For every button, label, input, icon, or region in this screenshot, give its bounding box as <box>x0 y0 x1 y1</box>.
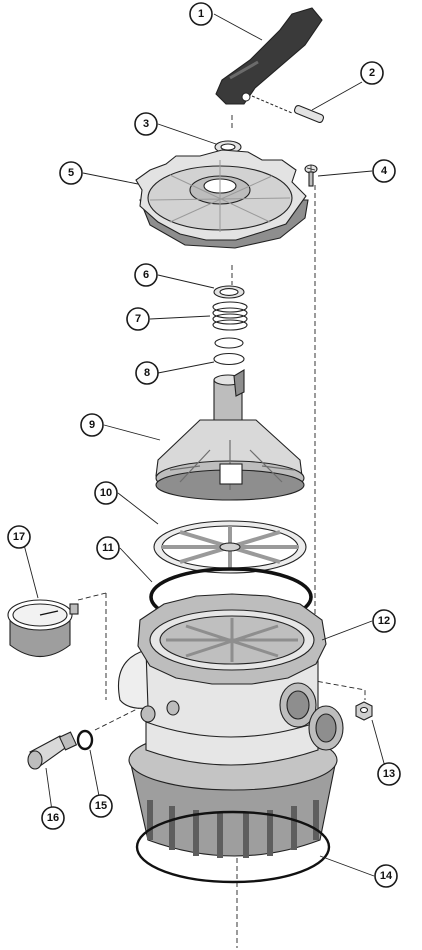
pressure-gauge-icon <box>7 599 79 657</box>
o-ring-icon <box>135 810 331 884</box>
assembly-guide-lines <box>77 115 366 948</box>
callout-1: 1 <box>189 2 213 26</box>
callout-16: 16 <box>41 806 65 830</box>
svg-text:17: 17 <box>13 531 25 543</box>
valve-handle-icon <box>215 7 323 105</box>
nut-icon <box>355 701 373 721</box>
svg-text:8: 8 <box>144 367 150 379</box>
valve-cover-icon <box>135 149 309 249</box>
callout-10: 10 <box>94 481 118 505</box>
callout-9: 9 <box>80 413 104 437</box>
callout-3: 3 <box>134 112 158 136</box>
callout-8: 8 <box>135 361 159 385</box>
callout-7: 7 <box>126 307 150 331</box>
callout-13: 13 <box>377 762 401 786</box>
o-ring-icon <box>76 729 94 751</box>
svg-text:4: 4 <box>381 165 388 177</box>
svg-text:11: 11 <box>102 542 114 554</box>
callout-14: 14 <box>374 864 398 888</box>
callout-5: 5 <box>59 161 83 185</box>
svg-text:10: 10 <box>100 487 112 499</box>
svg-text:1: 1 <box>198 8 204 20</box>
callout-12: 12 <box>372 609 396 633</box>
gasket-icon <box>153 520 307 574</box>
svg-text:14: 14 <box>380 870 393 882</box>
callout-4: 4 <box>372 159 396 183</box>
o-ring-icon <box>213 337 245 366</box>
rotor-icon <box>155 369 305 501</box>
spring-icon <box>212 301 248 331</box>
svg-text:15: 15 <box>95 800 107 812</box>
svg-text:6: 6 <box>143 269 149 281</box>
svg-text:3: 3 <box>143 118 149 130</box>
svg-text:13: 13 <box>383 768 395 780</box>
svg-text:9: 9 <box>89 419 95 431</box>
valve-body-icon <box>117 593 344 858</box>
screw-icon <box>304 164 318 187</box>
callout-6: 6 <box>134 263 158 287</box>
svg-text:16: 16 <box>47 812 59 824</box>
handle-pin-icon <box>251 95 325 123</box>
callout-17: 17 <box>7 525 31 549</box>
callout-11: 11 <box>96 536 120 560</box>
washer-icon <box>213 285 245 299</box>
callout-15: 15 <box>89 794 113 818</box>
callout-2: 2 <box>360 61 384 85</box>
svg-text:5: 5 <box>68 167 74 179</box>
svg-text:7: 7 <box>135 313 141 325</box>
drain-plug-icon <box>27 731 78 770</box>
svg-text:2: 2 <box>369 67 375 79</box>
svg-text:12: 12 <box>378 615 390 627</box>
callout-labels: 1 2 3 4 5 6 7 8 <box>7 2 401 888</box>
